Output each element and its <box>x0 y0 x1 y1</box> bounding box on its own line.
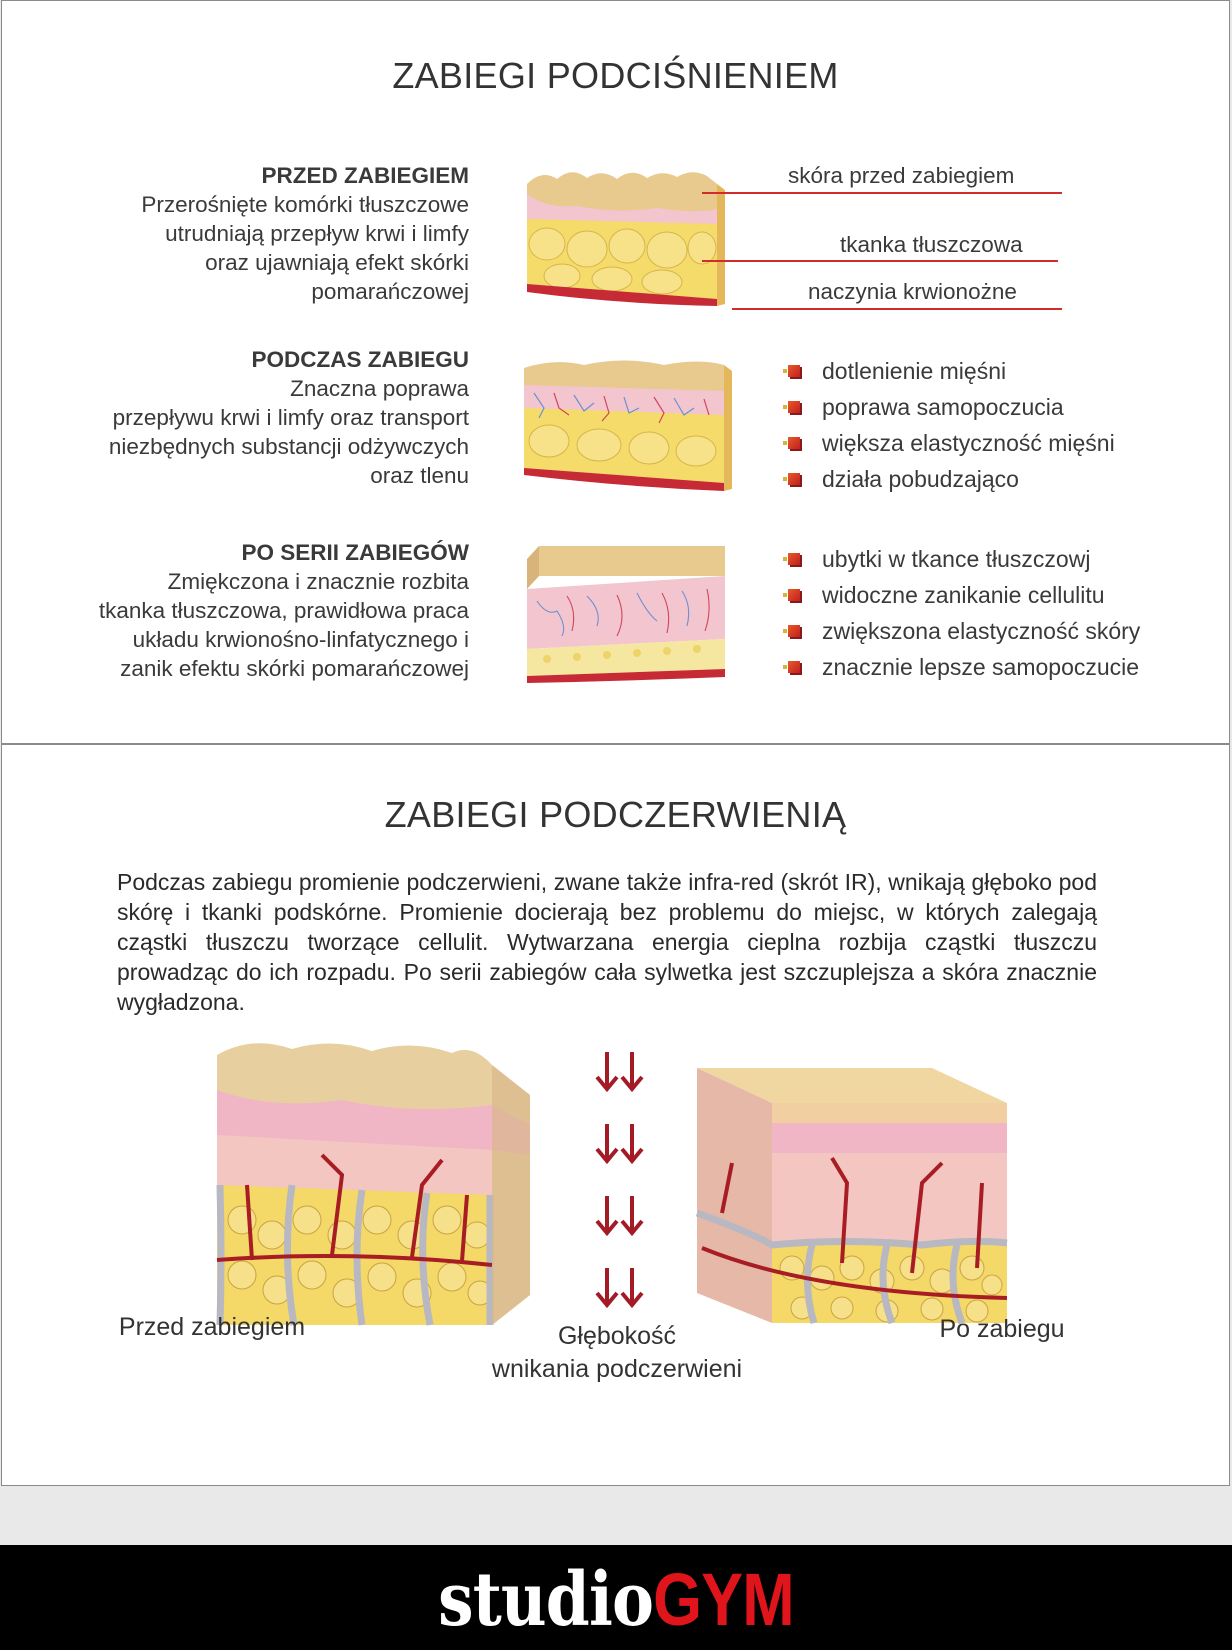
during-heading: PODCZAS ZABIEGU <box>251 347 469 372</box>
red-bullet-icon <box>783 589 800 601</box>
red-bullet-icon <box>783 401 800 413</box>
logo-studio: studio <box>438 1557 654 1643</box>
caption-before: Przed zabiegiem <box>118 1313 306 1341</box>
red-bullet-icon <box>783 661 800 673</box>
before-line-2: utrudniają przepływ krwi i limfy <box>165 221 469 246</box>
fat-label-line <box>702 260 1058 262</box>
skin-label-line <box>702 192 1062 194</box>
after-line-2: tkanka tłuszczowa, prawidłowa praca <box>98 598 469 623</box>
label-blood-vessels: naczynia krwionożne <box>808 279 1017 304</box>
before-line-1: Przerośnięte komórki tłuszczowe <box>141 192 469 217</box>
after-line-1: Zmiękczona i znacznie rozbita <box>167 569 469 594</box>
before-heading: PRZED ZABIEGIEM <box>261 163 469 188</box>
after-heading: PO SERII ZABIEGÓW <box>241 540 469 565</box>
red-bullet-icon <box>783 437 800 449</box>
caption-depth-line-1: Głębokość <box>557 1322 677 1350</box>
list-item: widoczne zanikanie cellulitu <box>783 577 1140 613</box>
before-line-3: oraz ujawniają efekt skórki <box>205 250 469 275</box>
section-title-vacuum: ZABIEGI PODCIŚNIENIEM <box>392 55 839 96</box>
skin-after-illustration <box>527 546 725 683</box>
tissue-before-illustration <box>216 1043 530 1326</box>
label-fat-tissue: tkanka tłuszczowa <box>840 232 1023 257</box>
red-bullet-icon <box>783 365 800 377</box>
red-bullet-icon <box>783 625 800 637</box>
list-item: większa elastyczność mięśni <box>783 425 1115 461</box>
after-series-text: PO SERII ZABIEGÓW Zmiękczona i znacznie … <box>29 538 469 683</box>
infrared-description: Podczas zabiegu promienie podczerwieni, … <box>117 869 1097 1015</box>
red-bullet-icon <box>783 553 800 565</box>
during-treatment-text: PODCZAS ZABIEGU Znaczna poprawa przepływ… <box>29 345 469 490</box>
after-benefits-list: ubytki w tkance tłuszczowj widoczne zani… <box>783 541 1140 685</box>
list-item: ubytki w tkance tłuszczowj <box>783 541 1140 577</box>
label-skin-before: skóra przed zabiegiem <box>788 163 1015 188</box>
before-line-4: pomarańczowej <box>311 279 469 304</box>
after-line-4: zanik efektu skórki pomarańczowej <box>120 656 469 681</box>
infrared-arrows <box>595 1052 644 1309</box>
footer-bar: studioGYM <box>0 1545 1232 1650</box>
studiogym-logo: studioGYM <box>92 1557 1139 1643</box>
infrared-treatment-panel: ZABIEGI PODCZERWIENIĄ Podczas zabiegu pr… <box>1 744 1230 1486</box>
skin-before-illustration <box>527 172 725 306</box>
list-item: działa pobudzająco <box>783 461 1115 497</box>
during-line-1: Znaczna poprawa <box>290 376 469 401</box>
section-title-infrared: ZABIEGI PODCZERWIENIĄ <box>384 794 847 835</box>
caption-after: Po zabiegu <box>939 1315 1065 1343</box>
vacuum-treatment-panel: ZABIEGI PODCIŚNIENIEM PRZED ZABIEGIEM Pr… <box>1 0 1230 744</box>
skin-during-illustration <box>524 360 732 491</box>
after-line-3: układu krwionośno-linfatycznego i <box>132 627 469 652</box>
during-line-4: oraz tlenu <box>370 463 469 488</box>
tissue-after-illustration <box>695 1068 1008 1325</box>
before-treatment-text: PRZED ZABIEGIEM Przerośnięte komórki tłu… <box>29 161 469 306</box>
caption-depth-line-2: wnikania podczerwieni <box>491 1355 743 1383</box>
vessels-label-line <box>732 308 1062 310</box>
during-benefits-list: dotlenienie mięśni poprawa samopoczucia … <box>783 353 1115 497</box>
red-bullet-icon <box>783 473 800 485</box>
list-item: zwiększona elastyczność skóry <box>783 613 1140 649</box>
list-item: poprawa samopoczucia <box>783 389 1115 425</box>
during-line-2: przepływu krwi i limfy oraz transport <box>112 405 469 430</box>
list-item: znacznie lepsze samopoczucie <box>783 649 1140 685</box>
list-item: dotlenienie mięśni <box>783 353 1115 389</box>
logo-gym: GYM <box>653 1558 795 1641</box>
caption-depth: Głębokość wnikania podczerwieni <box>447 1320 787 1386</box>
during-line-3: niezbędnych substancji odżywczych <box>108 434 469 459</box>
